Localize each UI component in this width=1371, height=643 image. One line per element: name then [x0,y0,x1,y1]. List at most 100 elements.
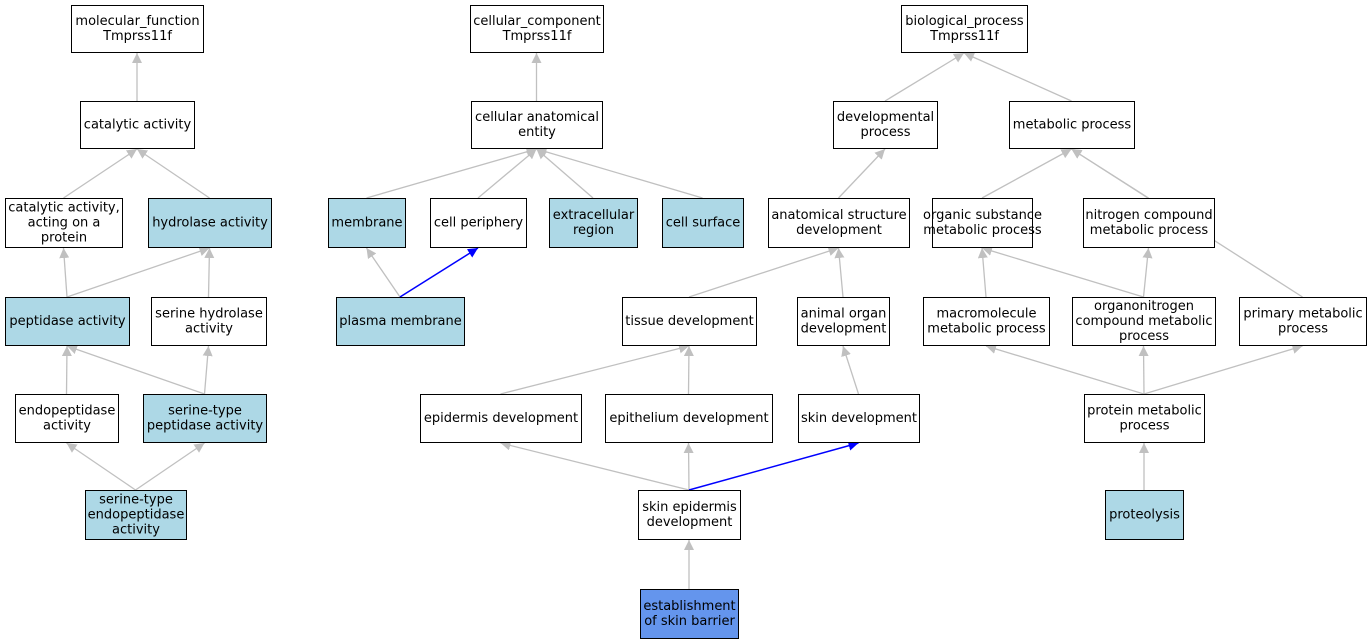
edge-epid-to-tis [500,343,690,395]
edge-osm-to-met [981,148,1072,199]
node-label: proteolysis [1109,508,1180,523]
node-label: nitrogen compound [1085,208,1212,223]
node-label: protein metabolic [1087,404,1202,419]
node-box [932,198,1033,248]
node-label: animal organ [801,307,887,322]
node-label: hydrolase activity [152,216,268,231]
node-label: entity [518,125,556,140]
edge-asd-to-dev [838,148,886,199]
node-label: process [1119,329,1169,344]
node-label: Tmprss11f [929,29,999,44]
edge-pmem-to-cper [399,247,479,298]
node-label: development [801,322,887,337]
node-label: of skin barrier [644,614,735,629]
node-pep[interactable]: peptidase activity [5,297,130,346]
node-cper[interactable]: cell periphery [430,198,527,248]
node-label: anatomical structure [771,208,906,223]
node-skin[interactable]: skin development [798,394,920,443]
edge-serpep-to-pep [66,344,205,395]
edge-endo-to-pep [61,345,72,395]
node-box [5,297,130,346]
node-label: cellular_component [473,14,601,29]
node-cat[interactable]: catalytic activity [80,101,195,149]
node-met[interactable]: metabolic process [1009,101,1135,149]
node-csurf[interactable]: cell surface [662,198,744,248]
edge-pep-to-hyd [66,246,210,298]
edge-serendo-to-serpep [135,442,205,491]
node-box [1105,490,1184,540]
node-label: acting on a [28,216,101,231]
node-box [768,198,910,248]
node-label: Tmprss11f [102,29,172,44]
node-tis[interactable]: tissue development [622,297,757,346]
edge-pep-to-catp [59,247,70,298]
node-label: cellular anatomical [475,110,599,125]
node-box [80,101,195,149]
node-pmem[interactable]: plasma membrane [336,297,465,346]
node-box [5,198,123,248]
node-label: protein [41,231,87,246]
node-hyd[interactable]: hydrolase activity [148,198,272,248]
edge-extr-to-cae [536,148,594,199]
node-box [470,5,604,53]
edge-cper-to-cae [477,148,537,199]
node-label: compound metabolic [1075,314,1212,329]
node-box [15,394,119,443]
node-label: development [647,515,733,530]
node-label: activity [112,523,160,538]
node-label: metabolic process [927,322,1046,337]
node-label: macromolecule [936,307,1036,322]
node-label: molecular_function [75,14,199,29]
node-box [833,101,938,149]
node-label: epithelium development [609,411,768,426]
edge-mmp-to-osm [977,247,988,298]
node-label: extracellular [553,208,635,223]
edge-hyd-to-cat [136,148,210,199]
node-box [1239,297,1367,346]
node-label: biological_process [905,14,1024,29]
node-label: serine hydrolase [155,307,263,322]
node-label: catalytic activity, [8,201,120,216]
node-box [1083,198,1215,248]
node-label: organic substance [923,208,1042,223]
edge-prot-to-onc [1138,345,1149,395]
node-epit[interactable]: epithelium development [605,394,773,443]
node-label: establishment [643,599,735,614]
node-label: endopeptidase [88,508,185,523]
node-prteo[interactable]: proteolysis [1105,490,1184,540]
node-mem[interactable]: membrane [328,198,406,248]
edge-onc-to-ncm [1142,247,1153,298]
edge-aod-to-asd [834,247,845,298]
node-label: tissue development [625,314,753,329]
node-box [1009,101,1135,149]
edge-serpep-to-serhyd [202,345,213,395]
node-epid[interactable]: epidermis development [420,394,582,443]
node-box [336,297,465,346]
edge-dev-to-bp [884,52,965,102]
node-box [901,5,1028,53]
node-label: plasma membrane [339,314,462,329]
node-box [85,490,187,540]
